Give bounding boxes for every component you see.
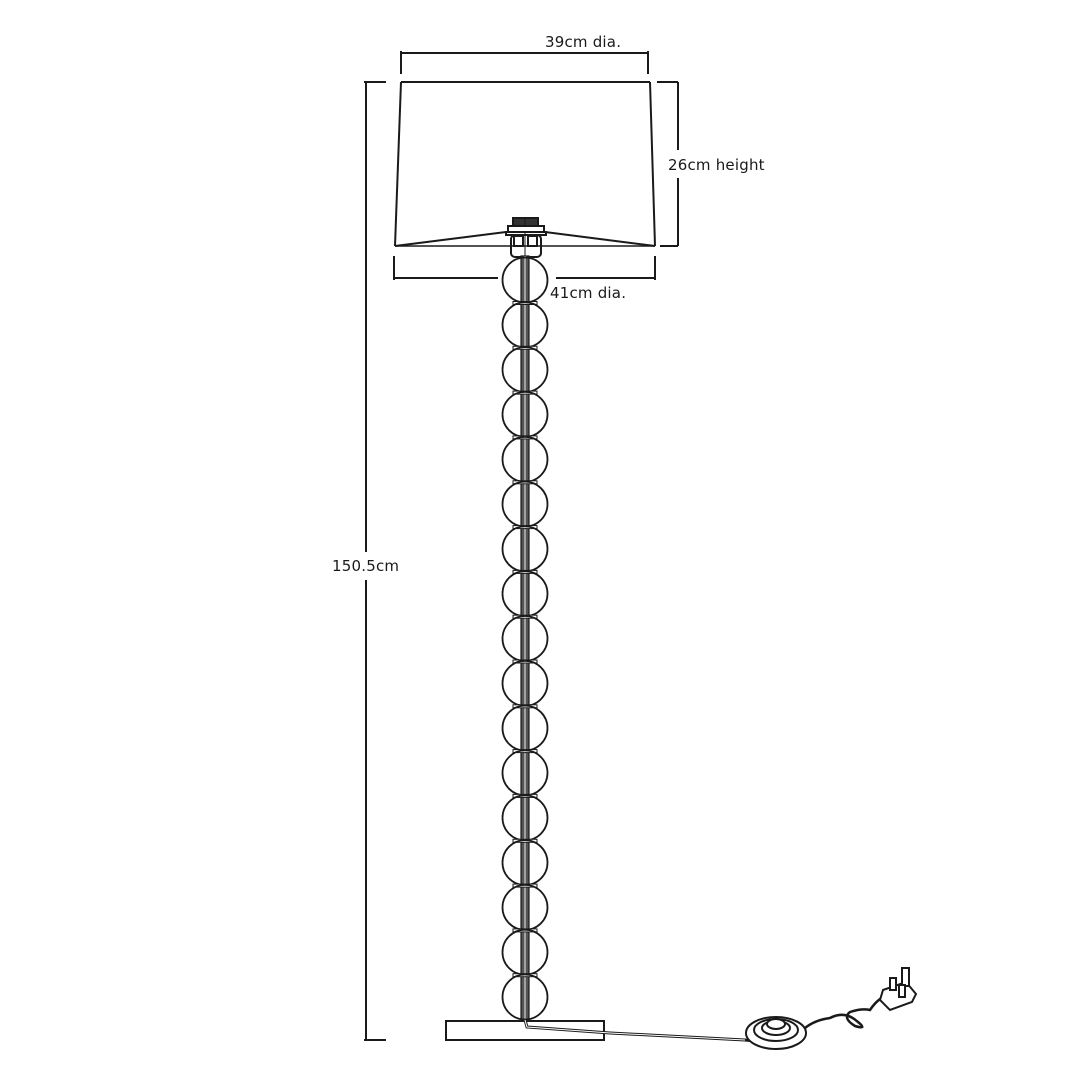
stem-rod bbox=[520, 255, 530, 1021]
bottom-diameter-dimension-line bbox=[393, 256, 656, 280]
lamp-holder bbox=[505, 217, 547, 258]
top-diameter-dimension-line bbox=[400, 51, 649, 74]
total-height-dimension-line bbox=[364, 81, 386, 1041]
foot-switch bbox=[745, 1016, 807, 1050]
stem-ball bbox=[501, 973, 549, 1021]
shade-height-label: 26cm height bbox=[668, 156, 765, 174]
total-height-label: 150.5cm bbox=[332, 557, 400, 575]
uk-plug bbox=[878, 967, 918, 1012]
top-diameter-label: 39cm dia. bbox=[545, 33, 622, 51]
bottom-diameter-label: 41cm dia. bbox=[550, 284, 627, 302]
stem-balls bbox=[501, 256, 549, 1021]
shade-height-dimension-line bbox=[657, 81, 679, 247]
